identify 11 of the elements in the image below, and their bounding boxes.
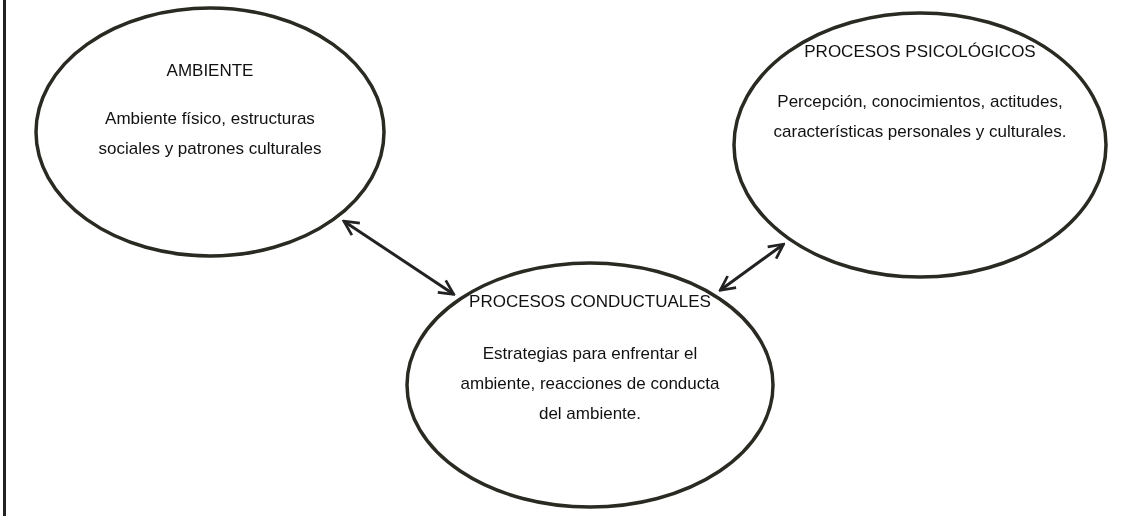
ellipse-node bbox=[405, 261, 775, 509]
node-heading: AMBIENTE bbox=[165, 60, 255, 82]
node-description: Estrategias para enfrentar el ambiente, reacciones de conducta del ambiente. bbox=[459, 343, 721, 425]
node-description: Ambiente físico, estructuras sociales y patrones culturales bbox=[97, 108, 323, 160]
double-arrow bbox=[342, 219, 456, 296]
node-description: Percepción, conocimientos, actitudes, características personales y culturales. bbox=[772, 91, 1068, 143]
double-arrow bbox=[718, 242, 785, 292]
node-heading: PROCESOS CONDUCTUALES bbox=[468, 291, 712, 313]
ellipse-node bbox=[34, 6, 386, 258]
node-heading: PROCESOS PSICOLÓGICOS bbox=[803, 41, 1037, 63]
ellipse-node bbox=[732, 11, 1108, 279]
